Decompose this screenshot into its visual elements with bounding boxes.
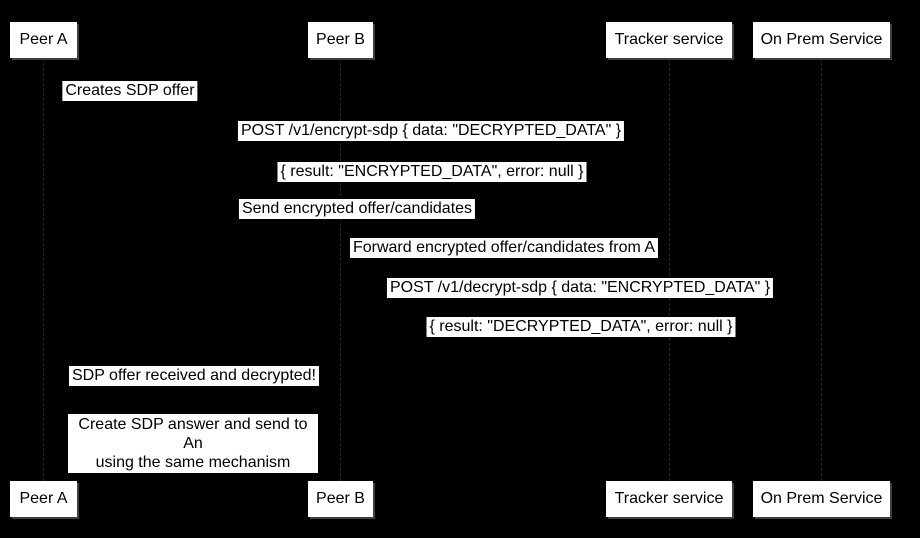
lifeline-peer-b <box>340 58 341 481</box>
message-sdp-offer-received: SDP offer received and decrypted! <box>69 366 319 386</box>
actor-tracker-service-bottom: Tracker service <box>606 481 732 517</box>
note-create-sdp-answer: Create SDP answer and send to An using t… <box>68 414 318 473</box>
message-decrypt-result: { result: "DECRYPTED_DATA", error: null … <box>426 317 736 337</box>
message-post-decrypt-sdp: POST /v1/decrypt-sdp { data: "ENCRYPTED_… <box>386 278 774 298</box>
actor-peer-b-top: Peer B <box>308 22 373 58</box>
note-line-2: using the same mechanism <box>95 454 291 471</box>
message-send-encrypted-offer: Send encrypted offer/candidates <box>238 199 476 219</box>
actor-peer-a-top: Peer A <box>10 22 77 58</box>
message-creates-sdp-offer: Creates SDP offer <box>62 81 198 101</box>
message-encrypt-result: { result: "ENCRYPTED_DATA", error: null … <box>277 162 587 182</box>
actor-on-prem-service-bottom: On Prem Service <box>753 481 890 517</box>
lifeline-peer-a <box>43 58 44 481</box>
message-post-encrypt-sdp: POST /v1/encrypt-sdp { data: "DECRYPTED_… <box>237 121 625 141</box>
note-line-1: Create SDP answer and send to An <box>78 416 308 452</box>
message-forward-encrypted-offer: Forward encrypted offer/candidates from … <box>349 238 659 258</box>
lifeline-on-prem-service <box>821 58 822 481</box>
actor-tracker-service-top: Tracker service <box>606 22 732 58</box>
actor-peer-a-bottom: Peer A <box>10 481 77 517</box>
lifeline-tracker-service <box>669 58 670 481</box>
actor-on-prem-service-top: On Prem Service <box>753 22 890 58</box>
actor-peer-b-bottom: Peer B <box>308 481 373 517</box>
